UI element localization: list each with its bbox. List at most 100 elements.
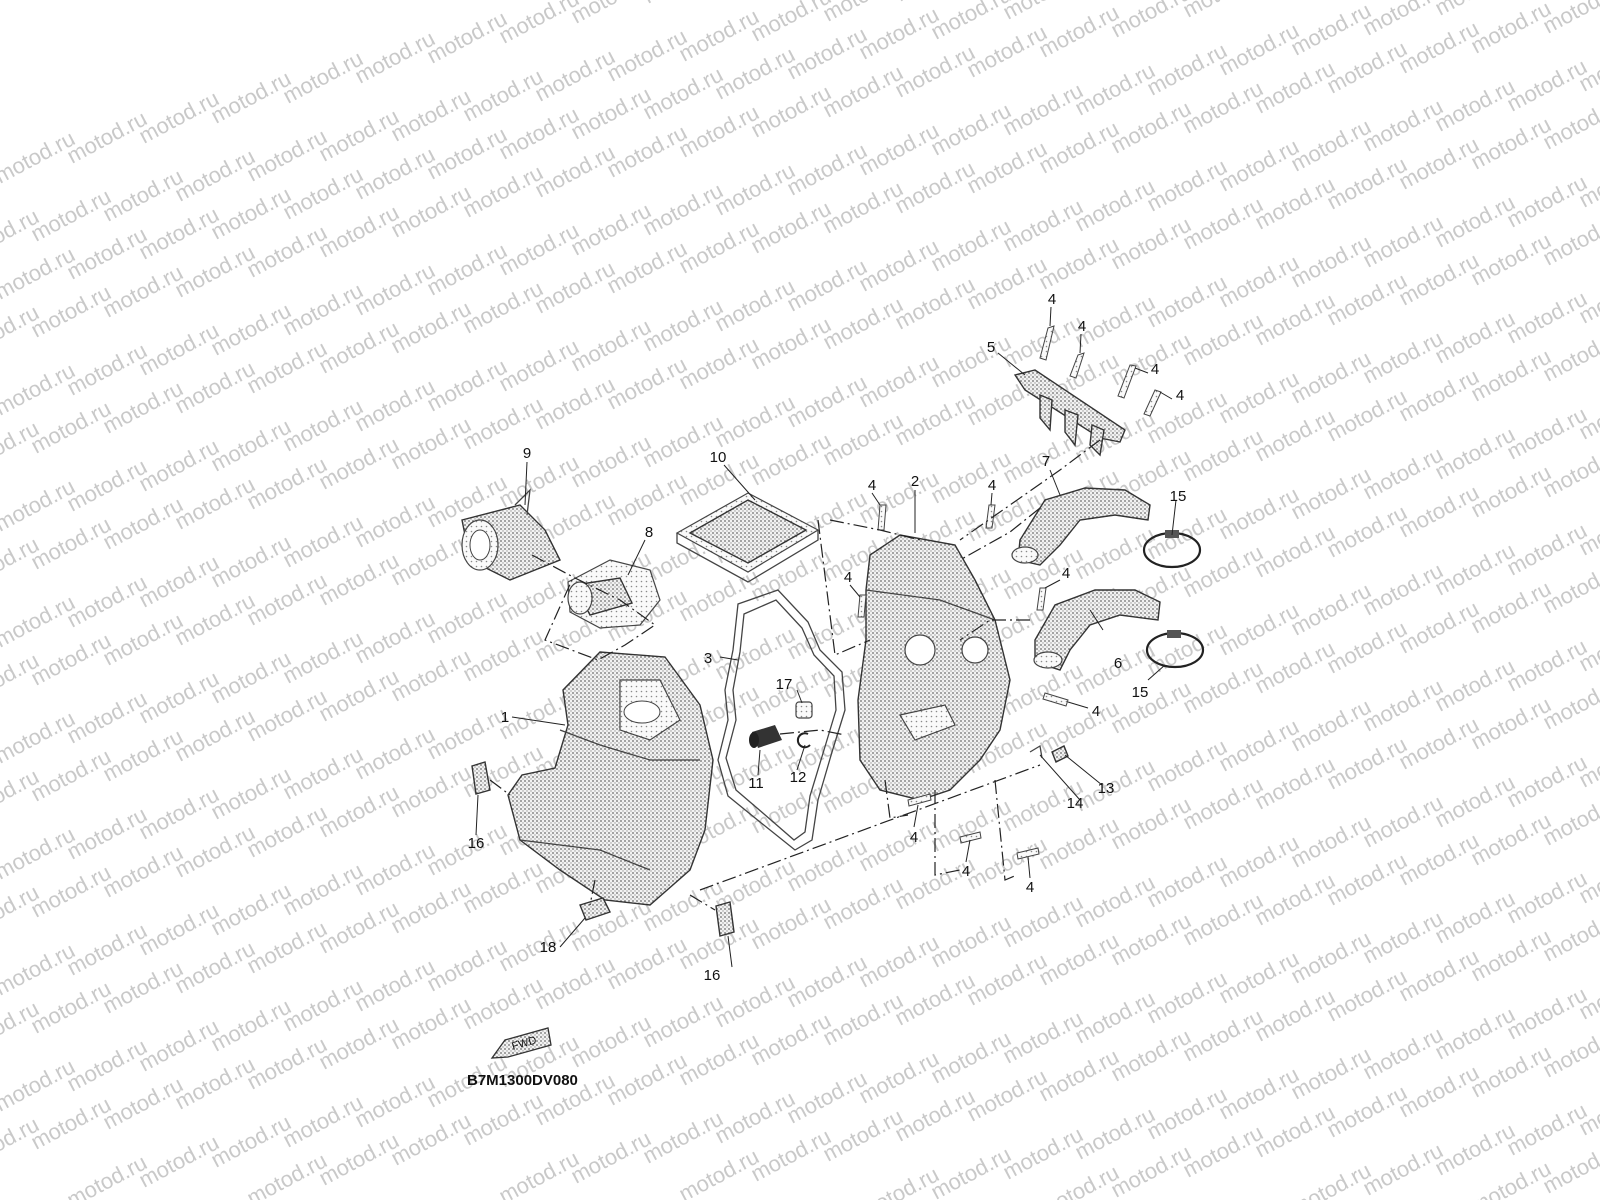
watermark-text: motod.ru [351, 26, 439, 89]
watermark-text: motod.ru [1251, 1100, 1339, 1163]
part-16-grommet-right [715, 901, 735, 937]
watermark-text: motod.ru [351, 490, 439, 553]
watermark-text: motod.ru [927, 910, 1015, 973]
watermark-text: motod.ru [63, 686, 151, 749]
watermark-text: motod.ru [1215, 250, 1303, 313]
watermark-text: motod.ru [171, 704, 259, 767]
watermark-text: motod.ru [819, 1104, 907, 1167]
watermark-text: motod.ru [783, 834, 871, 897]
watermark-text: motod.ru [1359, 210, 1447, 273]
fwd-arrow: FWD [490, 1027, 552, 1059]
callout-4c: 4 [1151, 361, 1159, 378]
watermark-text: motod.ru [1179, 656, 1267, 719]
watermark-text: motod.ru [891, 1084, 979, 1147]
part-3-gasket [717, 589, 846, 851]
watermark-text: motod.ru [99, 956, 187, 1019]
watermark-text: motod.ru [747, 196, 835, 259]
watermark-text: motod.ru [855, 814, 943, 877]
watermark-text: motod.ru [1107, 328, 1195, 391]
watermark-text: motod.ru [99, 608, 187, 671]
watermark-text: motod.ru [63, 338, 151, 401]
watermark-text: motod.ru [1143, 734, 1231, 797]
watermark-text: motod.ru [1359, 94, 1447, 157]
watermark-text: motod.ru [243, 684, 331, 747]
part-7-upper-hose [1011, 487, 1151, 566]
watermark-text: motod.ru [855, 1046, 943, 1109]
watermark-text: motod.ru [1323, 732, 1411, 795]
watermark-text: motod.ru [1359, 442, 1447, 505]
watermark-text: motod.ru [1359, 326, 1447, 389]
watermark-text: motod.ru [783, 138, 871, 201]
watermark-text: motod.ru [243, 452, 331, 515]
watermark-text: motod.ru [1035, 116, 1123, 179]
watermark-text: motod.ru [1107, 1140, 1195, 1200]
watermark-text: motod.ru [279, 626, 367, 689]
watermark-text: motod.ru [675, 100, 763, 163]
watermark-text: motod.ru [927, 1142, 1015, 1200]
watermark-text: motod.ru [1215, 830, 1303, 893]
watermark-text: motod.ru [207, 994, 295, 1057]
watermark-text: motod.ru [603, 468, 691, 531]
watermark-text: motod.ru [603, 236, 691, 299]
diagram-code: B7M1300DV080 [467, 1072, 578, 1089]
callout-12: 12 [790, 769, 807, 786]
watermark-text: motod.ru [1503, 866, 1591, 929]
watermark-text: motod.ru [279, 278, 367, 341]
watermark-text: motod.ru [711, 970, 799, 1033]
watermark-text: motod.ru [0, 590, 79, 653]
watermark-text: motod.ru [1143, 270, 1231, 333]
watermark-text: motod.ru [27, 184, 115, 247]
callout-4j: 4 [910, 829, 918, 846]
callouts: 1 2 3 4 4 4 4 4 4 4 4 4 4 4 4 5 6 7 8 9 … [468, 291, 1187, 984]
watermark-text: motod.ru [963, 252, 1051, 315]
watermark-text: motod.ru [1431, 422, 1519, 485]
callout-2: 2 [911, 473, 919, 490]
watermark-text: motod.ru [315, 780, 403, 843]
watermark-text: motod.ru [1071, 522, 1159, 585]
watermark-text: motod.ru [1431, 190, 1519, 253]
watermark-text: motod.ru [567, 198, 655, 261]
watermark-text: motod.ru [1251, 752, 1339, 815]
watermark-text: motod.ru [351, 374, 439, 437]
watermark-text: motod.ru [279, 974, 367, 1037]
watermark-text: motod.ru [1107, 1024, 1195, 1087]
watermark-text: motod.ru [459, 392, 547, 455]
watermark-text: motod.ru [0, 822, 79, 885]
watermark-text: motod.ru [279, 1090, 367, 1153]
watermark-text: motod.ru [1107, 908, 1195, 971]
watermark-text: motod.ru [63, 454, 151, 517]
watermark-text: motod.ru [315, 1128, 403, 1191]
watermark-text: motod.ru [819, 988, 907, 1051]
watermark-text: motod.ru [243, 800, 331, 863]
watermark-text: motod.ru [783, 1066, 871, 1129]
watermark-text: motod.ru [1179, 424, 1267, 487]
watermark-text: motod.ru [1395, 364, 1483, 427]
watermark-text: motod.ru [963, 832, 1051, 895]
watermark-text: motod.ru [639, 294, 727, 357]
callout-10: 10 [710, 449, 727, 466]
watermark-text: motod.ru [1431, 306, 1519, 369]
watermark-text: motod.ru [1503, 170, 1591, 233]
watermark-text: motod.ru [1179, 76, 1267, 139]
watermark-text: motod.ru [999, 1006, 1087, 1069]
watermark-text: motod.ru [1359, 674, 1447, 737]
watermark-text: motod.ru [63, 570, 151, 633]
watermark-text: motod.ru [1323, 964, 1411, 1027]
watermark-text: motod.ru [135, 898, 223, 961]
watermark-text: motod.ru [891, 968, 979, 1031]
watermark-text: motod.ru [135, 1130, 223, 1193]
watermark-text: motod.ru [423, 354, 511, 417]
watermark-text: motod.ru [531, 256, 619, 319]
watermark-text: motod.ru [351, 954, 439, 1017]
watermark-text: motod.ru [747, 1124, 835, 1187]
part-14-fastener [1029, 744, 1043, 759]
watermark-text: motod.ru [495, 102, 583, 165]
watermark-text: motod.ru [1287, 1042, 1375, 1105]
watermark-text: motod.ru [1503, 402, 1591, 465]
leader-lines [475, 306, 1177, 968]
watermark-text: motod.ru [315, 200, 403, 263]
watermark-text: motod.ru [1467, 460, 1555, 523]
watermark-text: motod.ru [207, 182, 295, 245]
watermark-text: motod.ru [1287, 926, 1375, 989]
watermark-text: motod.ru [27, 628, 115, 691]
